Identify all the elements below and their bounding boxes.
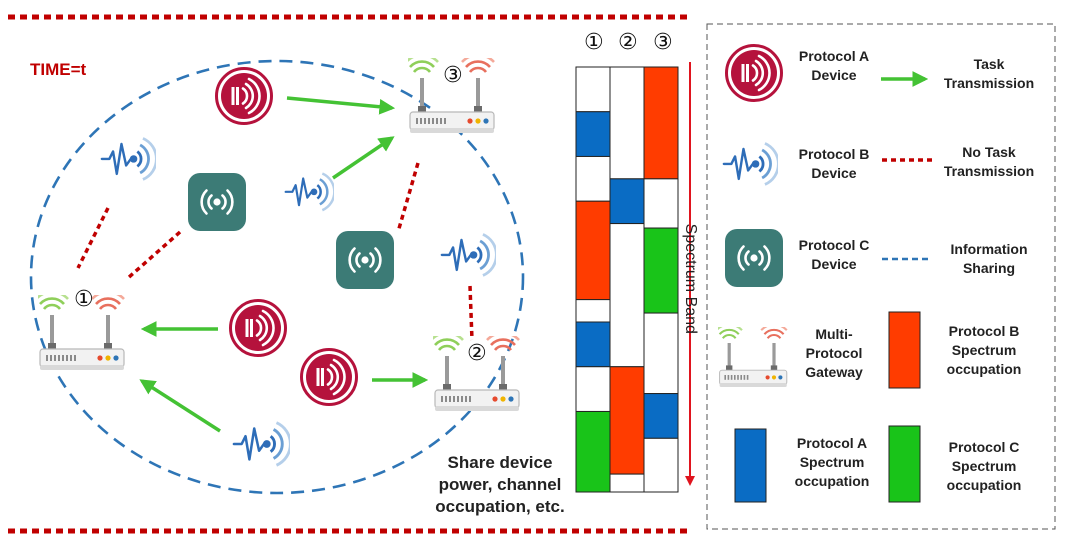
- protocol-b-device-icon: [440, 232, 496, 277]
- legend-protocol-c-device-icon: [724, 228, 784, 288]
- task-arrow: [332, 136, 395, 180]
- gateway-3-number: ③: [443, 63, 463, 88]
- spectrum-free-cell: [575, 66, 611, 113]
- no-task-link: [126, 230, 182, 280]
- gateway-1-number: ①: [74, 287, 94, 312]
- information-sharing-circle: [29, 59, 525, 495]
- protocol-b-device-icon: [100, 136, 156, 181]
- protocol-c-device-icon: [335, 230, 395, 290]
- task-arrow: [286, 96, 396, 115]
- protocol-b-device-icon: [284, 172, 334, 212]
- share-info-text: Share device power, channel occupation, …: [435, 453, 565, 517]
- no-task-link: [468, 285, 474, 341]
- spectrum-cell-protocol-a: [609, 178, 645, 225]
- legend-gateway-icon: [718, 327, 788, 389]
- legend-information-sharing-label: Information Sharing: [950, 241, 1028, 276]
- legend-protocol-b-spectrum-label: Protocol B Spectrum occupation: [946, 323, 1022, 377]
- no-task-link: [396, 162, 420, 233]
- spectrum-cell-protocol-a: [643, 393, 679, 439]
- spectrum-axis-label: Spectrum Band: [681, 223, 699, 334]
- spectrum-free-cell: [609, 223, 645, 368]
- spectrum-cell-protocol-c: [643, 227, 679, 314]
- legend-frame: [706, 23, 1056, 530]
- spectrum-cell-protocol-b: [609, 366, 645, 475]
- legend-protocol-a-device-label: Protocol A Device: [798, 48, 870, 83]
- legend-protocol-c-spectrum-swatch: [888, 425, 921, 503]
- spectrum-free-cell: [575, 299, 611, 323]
- spectrum-column-header: ①: [584, 30, 604, 55]
- spectrum-column-header: ②: [618, 30, 638, 55]
- legend-no-task-transmission-label: No Task Transmission: [943, 144, 1035, 179]
- task-arrow: [139, 379, 221, 433]
- legend-protocol-a-spectrum-label: Protocol A Spectrum occupation: [794, 435, 870, 489]
- spectrum-column-header: ③: [653, 30, 673, 55]
- spectrum-free-cell: [643, 437, 679, 493]
- spectrum-cell-protocol-c: [575, 410, 611, 493]
- legend-task-transmission-label: Task Transmission: [943, 56, 1035, 91]
- legend-protocol-a-device-icon: [725, 44, 783, 102]
- legend-protocol-c-spectrum-label: Protocol C Spectrum occupation: [946, 439, 1022, 493]
- protocol-a-device-icon: [300, 348, 358, 406]
- protocol-c-device-icon: [187, 172, 247, 232]
- spectrum-cell-protocol-b: [643, 66, 679, 180]
- spectrum-free-cell: [643, 312, 679, 395]
- task-arrows: [139, 96, 429, 433]
- spectrum-free-cell: [575, 155, 611, 202]
- protocol-a-device-icon: [215, 67, 273, 125]
- protocol-b-device-icon: [232, 421, 290, 467]
- spectrum-cell-protocol-a: [575, 111, 611, 157]
- spectrum-cell-protocol-b: [575, 200, 611, 301]
- spectrum-chart: [575, 66, 679, 493]
- legend-protocol-c-device-label: Protocol C Device: [798, 237, 870, 272]
- gateway-2-number: ②: [467, 341, 487, 366]
- time-label: TIME=t: [30, 60, 87, 79]
- spectrum-free-cell: [575, 366, 611, 412]
- legend-protocol-a-spectrum-swatch: [734, 428, 767, 503]
- no-task-links: [76, 162, 474, 341]
- legend-protocol-b-spectrum-swatch: [888, 311, 921, 389]
- spectrum-free-cell: [609, 473, 645, 493]
- spectrum-free-cell: [609, 66, 645, 180]
- protocol-a-device-icon: [229, 299, 287, 357]
- spectrum-free-cell: [643, 178, 679, 229]
- legend-protocol-b-device-label: Protocol B Device: [798, 146, 870, 181]
- legend-protocol-b-device-icon: [722, 141, 778, 186]
- no-task-link: [76, 207, 110, 269]
- spectrum-cell-protocol-a: [575, 321, 611, 368]
- legend-gateway-label: Multi- Protocol Gateway: [805, 326, 863, 380]
